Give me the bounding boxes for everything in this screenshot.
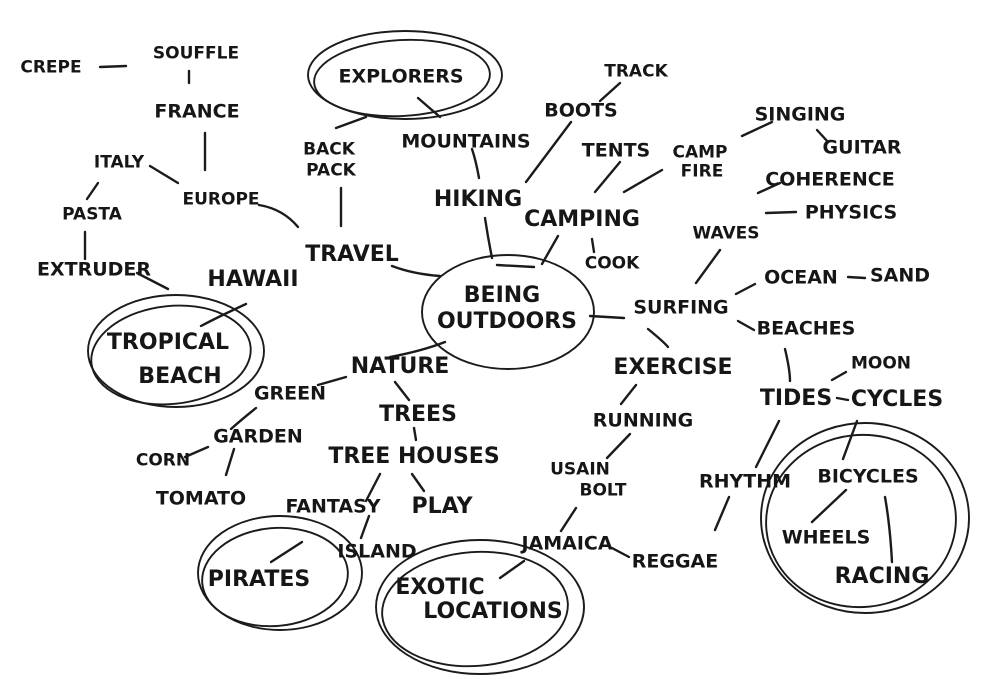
node-tropical-beach-1: TROPICAL — [106, 330, 230, 355]
node-racing: RACING — [834, 564, 930, 589]
node-tropical-beach-2: BEACH — [138, 364, 222, 389]
node-mountains: MOUNTAINS — [401, 130, 531, 153]
node-surfing: SURFING — [633, 296, 729, 319]
pirates-circle — [197, 515, 363, 631]
node-beaches: BEACHES — [756, 317, 856, 340]
node-tomato: TOMATO — [155, 487, 247, 510]
node-sand: SAND — [869, 264, 931, 287]
node-island: ISLAND — [337, 540, 417, 563]
node-back-pack-2: PACK — [306, 160, 356, 181]
center-oval — [421, 254, 595, 370]
exotic-locations-circle — [375, 539, 585, 675]
node-italy: ITALY — [93, 152, 145, 173]
node-exercise: EXERCISE — [613, 355, 733, 380]
node-france: FRANCE — [154, 100, 240, 123]
node-exotic-locations-1: EXOTIC — [395, 575, 485, 600]
node-tides: TIDES — [759, 386, 833, 411]
node-pasta: PASTA — [62, 204, 122, 225]
node-trees: TREES — [379, 402, 457, 427]
node-jamaica: JAMAICA — [521, 532, 613, 555]
node-extruder: EXTRUDER — [36, 258, 152, 281]
node-camp-fire-2: FIRE — [680, 161, 724, 182]
node-explorers: EXPLORERS — [338, 65, 464, 88]
node-tents: TENTS — [581, 139, 651, 162]
tropical-beach-circle — [87, 294, 265, 408]
node-tree-houses: TREE HOUSES — [328, 444, 500, 469]
node-corn: CORN — [135, 450, 191, 471]
node-travel: TRAVEL — [305, 242, 399, 267]
node-rhythm: RHYTHM — [698, 470, 792, 493]
node-crepe: CREPE — [20, 57, 82, 78]
node-boots: BOOTS — [544, 99, 618, 122]
node-play: PLAY — [411, 494, 473, 519]
node-green: GREEN — [253, 382, 327, 405]
node-guitar: GUITAR — [822, 136, 902, 159]
node-hawaii: HAWAII — [207, 267, 299, 292]
node-ocean: OCEAN — [764, 266, 838, 289]
explorers-circle — [307, 30, 503, 120]
node-coherence: COHERENCE — [765, 168, 895, 191]
node-nature: NATURE — [350, 354, 450, 379]
node-camp-fire-1: CAMP — [672, 142, 728, 163]
node-reggae: REGGAE — [631, 550, 719, 573]
node-wheels: WHEELS — [781, 526, 871, 549]
node-souffle: SOUFFLE — [152, 43, 240, 64]
node-moon: MOON — [850, 353, 912, 374]
node-physics: PHYSICS — [804, 201, 898, 224]
node-europe: EUROPE — [182, 189, 260, 210]
node-singing: SINGING — [754, 103, 846, 126]
connector-lines — [83, 64, 894, 580]
node-camping: CAMPING — [524, 207, 640, 232]
center-being: BEING — [463, 283, 541, 308]
node-pirates: PIRATES — [207, 567, 311, 592]
node-garden: GARDEN — [213, 425, 303, 448]
node-back-pack-1: BACK — [303, 139, 355, 160]
node-usain-bolt-1: USAIN — [550, 459, 610, 480]
node-waves: WAVES — [692, 223, 760, 244]
node-hiking: HIKING — [433, 187, 523, 212]
node-cycles: CYCLES — [850, 387, 944, 412]
node-running: RUNNING — [592, 409, 694, 432]
node-track: TRACK — [604, 61, 668, 82]
node-bicycles: BICYCLES — [817, 465, 919, 488]
center-outdoors: OUTDOORS — [436, 309, 578, 334]
node-cook: COOK — [584, 253, 640, 274]
node-exotic-locations-2: LOCATIONS — [423, 599, 563, 624]
node-fantasy: FANTASY — [285, 495, 381, 518]
node-usain-bolt-2: BOLT — [579, 480, 627, 501]
